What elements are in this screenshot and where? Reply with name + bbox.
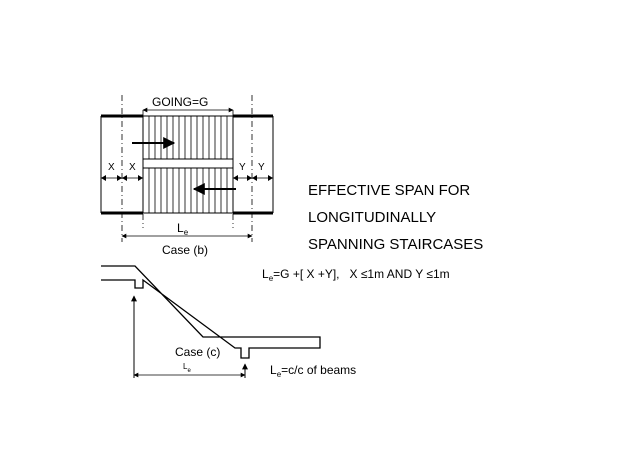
le-label-b: Le (177, 221, 189, 237)
x-label-inner: X (129, 162, 136, 173)
le-label-c: Le (183, 362, 191, 375)
stair-section-outline (101, 265, 321, 359)
title-line-3: SPANNING STAIRCASES (308, 236, 484, 253)
lower-flight (142, 167, 234, 214)
y-label-outer: Y (258, 162, 265, 173)
title-line-2: LONGITUDINALLY (308, 209, 437, 226)
case-b-caption: Case (b) (162, 243, 209, 257)
formula-case-b: Le=G +[ X +Y], X ≤1m AND Y ≤1m (262, 267, 450, 283)
formula-case-c: Le=c/c of beams (270, 363, 357, 379)
y-label-inner: Y (239, 162, 246, 173)
case-c-caption: Case (c) (175, 345, 221, 359)
title-line-1: EFFECTIVE SPAN FOR (308, 182, 471, 199)
case-b-plan (100, 95, 274, 242)
case-c-section (101, 265, 321, 378)
x-label-outer: X (108, 162, 115, 173)
diagram-title: EFFECTIVE SPAN FOR LONGITUDINALLY SPANNI… (308, 177, 483, 258)
going-label: GOING=G (152, 95, 209, 109)
upper-flight (142, 115, 234, 160)
